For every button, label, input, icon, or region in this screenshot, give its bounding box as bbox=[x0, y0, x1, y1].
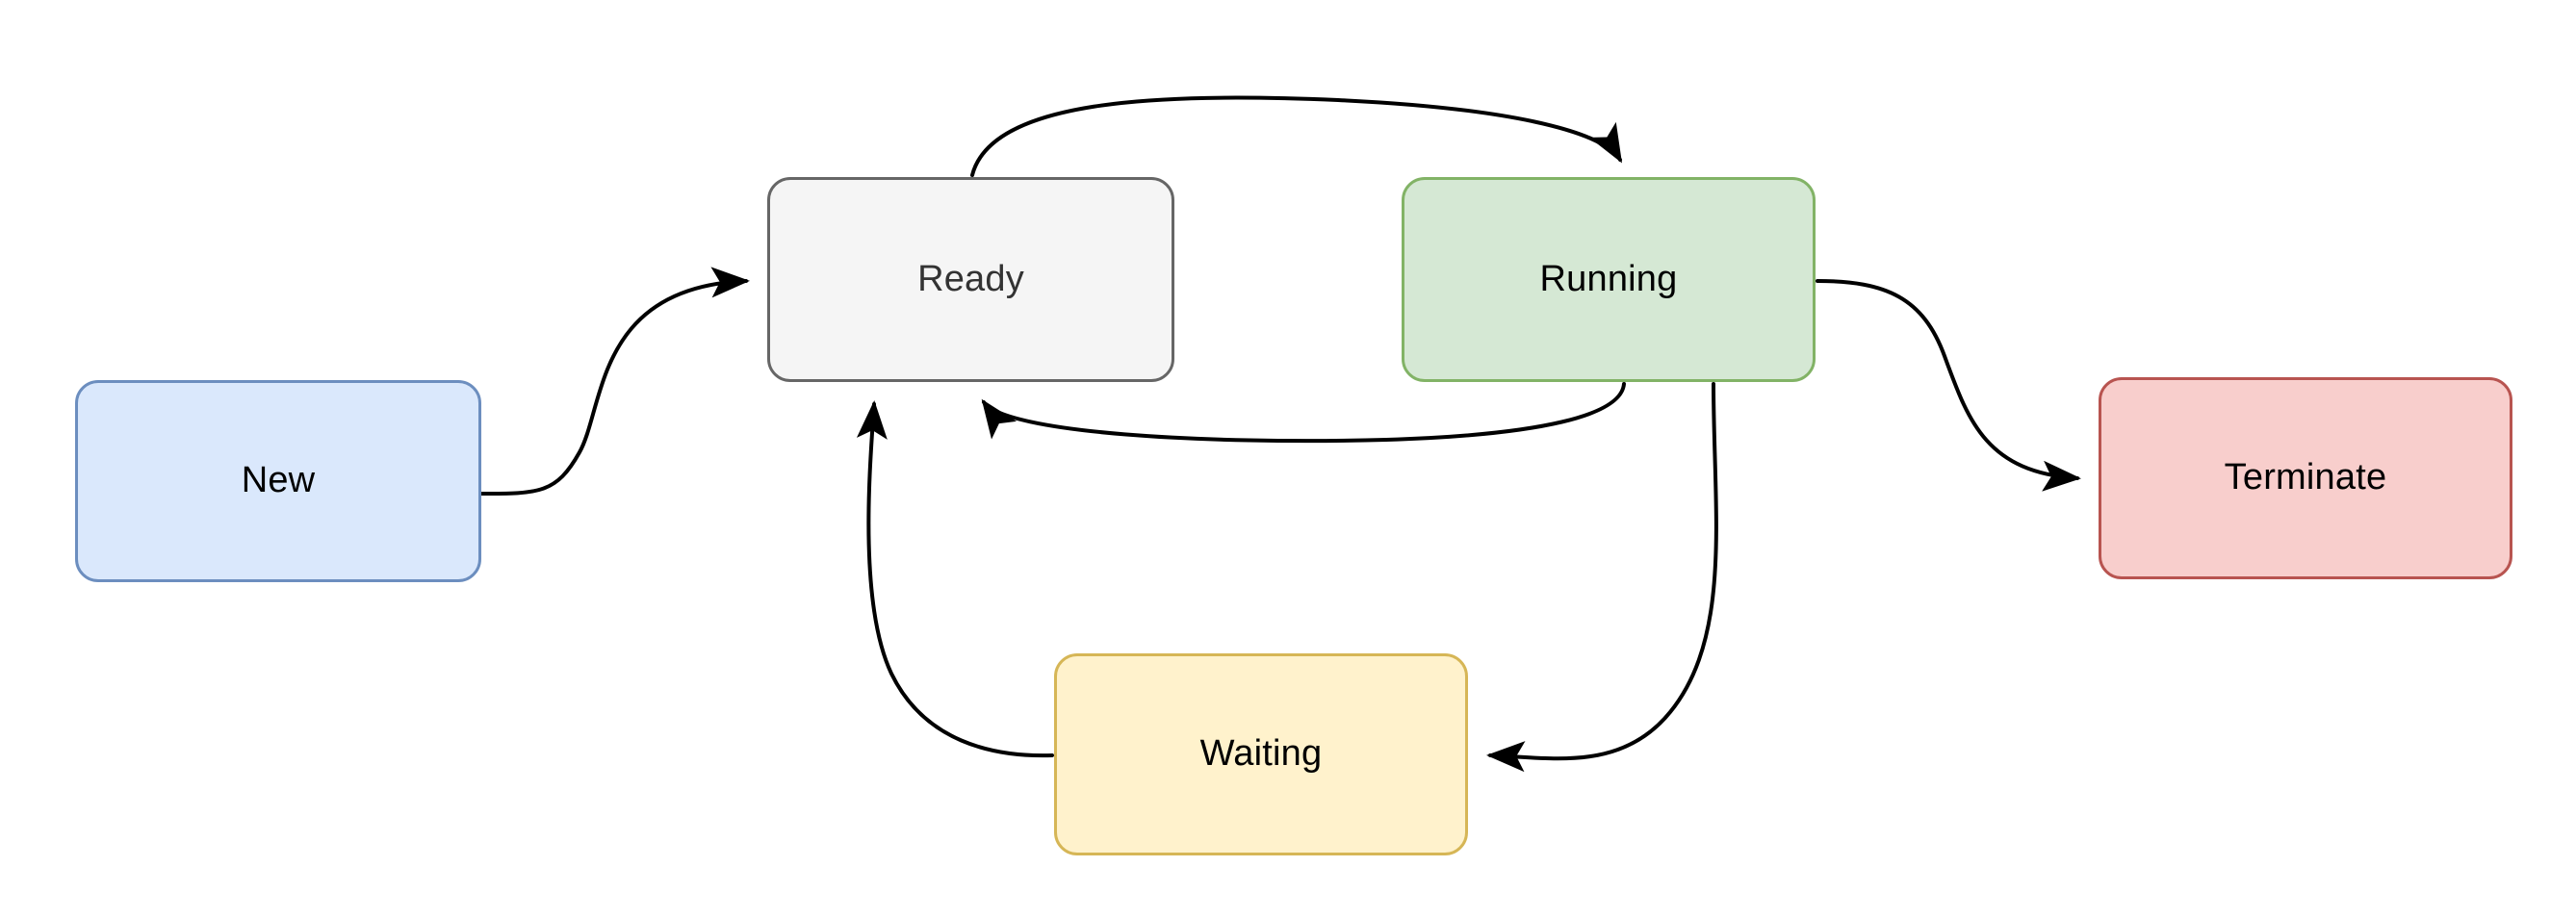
node-terminate[interactable]: Terminate bbox=[2099, 377, 2512, 579]
node-label-running: Running bbox=[1539, 258, 1678, 299]
edge-ready-to-running bbox=[970, 95, 1623, 177]
edge-running-to-terminate bbox=[1816, 279, 2081, 492]
node-new[interactable]: New bbox=[75, 380, 481, 582]
node-running[interactable]: Running bbox=[1402, 177, 1816, 382]
edge-running-to-ready bbox=[981, 382, 1626, 444]
node-label-terminate: Terminate bbox=[2224, 457, 2387, 498]
node-label-ready: Ready bbox=[917, 258, 1024, 299]
node-waiting[interactable]: Waiting bbox=[1054, 653, 1468, 855]
node-label-waiting: Waiting bbox=[1199, 733, 1323, 775]
edge-waiting-to-ready bbox=[856, 400, 1054, 758]
node-ready[interactable]: Ready bbox=[767, 177, 1174, 382]
edge-running-to-waiting bbox=[1486, 382, 1718, 773]
edge-new-to-ready bbox=[479, 267, 750, 496]
node-label-new: New bbox=[241, 460, 316, 501]
